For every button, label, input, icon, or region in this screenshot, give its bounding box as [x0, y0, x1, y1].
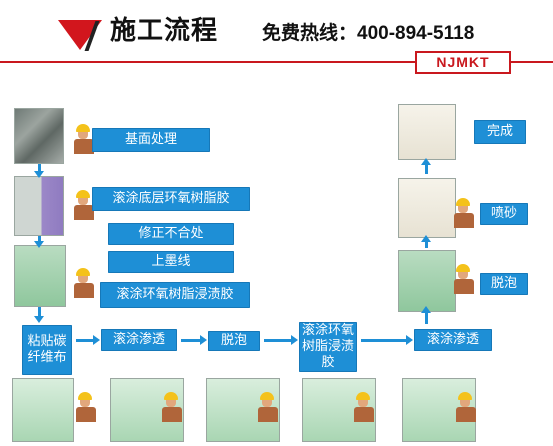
worker-icon: [452, 198, 476, 228]
worker-icon: [454, 392, 478, 422]
arrow-right: [264, 335, 298, 345]
step-resin-coat-2: 滚涂环氧树脂浸渍胶: [299, 322, 357, 372]
step-primer-coat: 滚涂底层环氧树脂胶: [92, 187, 250, 211]
arrow-right: [361, 335, 413, 345]
step-defoam-2: 脱泡: [480, 273, 528, 295]
arrow-right: [181, 335, 207, 345]
worker-icon: [352, 392, 376, 422]
wall-concrete-image: [14, 108, 64, 164]
arrow-right: [76, 335, 100, 345]
worker-icon: [72, 124, 96, 154]
arrow-up: [421, 235, 431, 248]
wall-resin-image: [14, 245, 66, 307]
arrow-up: [421, 158, 431, 174]
worker-icon: [160, 392, 184, 422]
step-fix-defects: 修正不合处: [108, 223, 234, 245]
arrow-up: [421, 306, 431, 324]
step-defoam-1: 脱泡: [208, 331, 260, 351]
step-paste-carbon: 粘贴碳纤维布: [22, 325, 72, 375]
step-sandblast: 喷砂: [480, 203, 528, 225]
worker-icon: [452, 264, 476, 294]
wall-defoam-image: [398, 250, 456, 312]
step-ink-line: 上墨线: [108, 251, 234, 273]
step-roll-penetrate-2: 滚涂渗透: [414, 329, 492, 351]
wall-primer-image: [14, 176, 64, 236]
wall-sandblast-image: [398, 178, 456, 238]
header-divider: [0, 61, 553, 63]
step-base-treatment: 基面处理: [92, 128, 210, 152]
step-complete: 完成: [474, 120, 526, 144]
hotline-text: 免费热线：400-894-5118: [262, 23, 475, 44]
brand-logo: NJMKT: [415, 51, 511, 74]
wall-finished-image: [398, 104, 456, 160]
step-roll-penetrate-1: 滚涂渗透: [101, 329, 177, 351]
page-title: 施工流程: [110, 16, 219, 46]
arrow-down: [34, 164, 44, 178]
worker-icon: [256, 392, 280, 422]
worker-icon: [72, 190, 96, 220]
arrow-down: [34, 307, 44, 323]
worker-icon: [74, 392, 98, 422]
wall-step-image: [12, 378, 74, 442]
arrow-down: [34, 236, 44, 248]
worker-icon: [72, 268, 96, 298]
step-resin-coat: 滚涂环氧树脂浸渍胶: [100, 282, 250, 308]
